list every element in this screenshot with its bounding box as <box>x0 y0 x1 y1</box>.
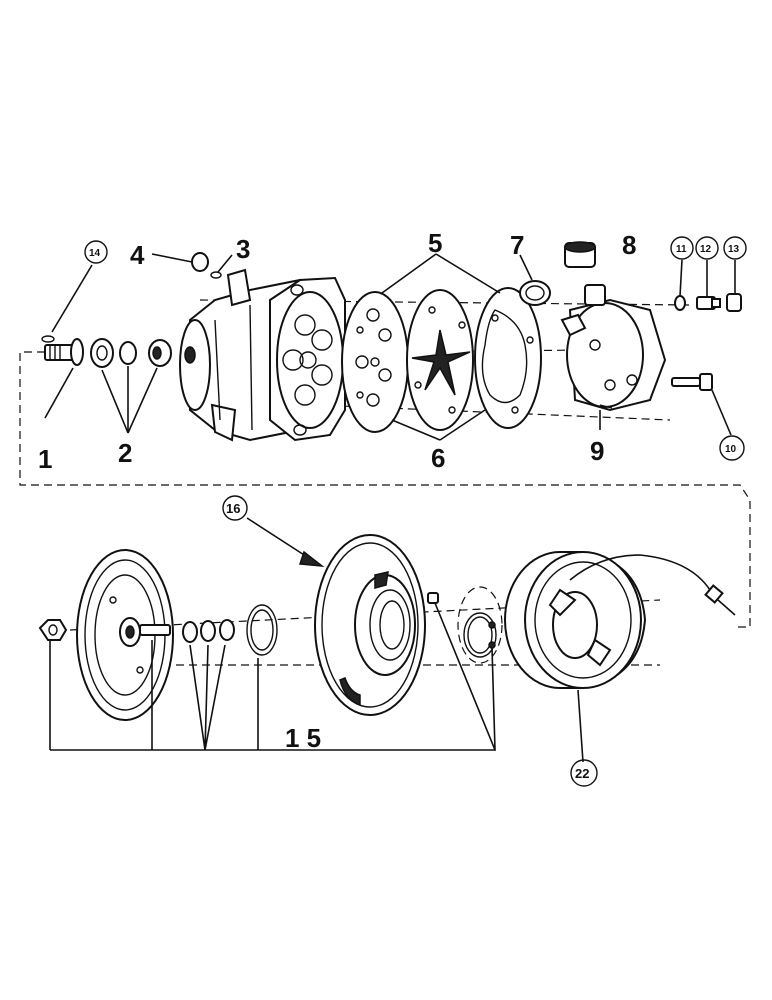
part-8-cap <box>564 241 596 268</box>
shims <box>182 619 235 643</box>
label-11: 11 <box>676 244 687 255</box>
part-4-cap <box>191 252 209 272</box>
label-9: 9 <box>590 436 604 466</box>
leader-lines <box>44 253 736 763</box>
callout-labels: 1 2 3 4 5 6 7 8 9 1 5 14 11 12 13 10 16 … <box>38 228 747 787</box>
part-2-seals <box>90 338 172 368</box>
part-3-washer <box>210 271 222 279</box>
part-5-valve-plate-left <box>341 291 409 433</box>
label-1: 1 <box>38 444 52 474</box>
retaining-ring <box>457 586 503 664</box>
part-9-rear-head <box>560 284 667 412</box>
callout-circle-16 <box>222 495 248 521</box>
label-15: 1 5 <box>285 723 321 753</box>
part-7-service-valve <box>519 280 551 306</box>
label-3: 3 <box>236 234 250 264</box>
label-12: 12 <box>700 244 712 255</box>
callout-circle-22 <box>570 759 598 787</box>
part-1-shaft <box>44 338 84 366</box>
callout-circle-10 <box>719 435 745 461</box>
part-6-reed-valve <box>406 289 474 431</box>
label-13: 13 <box>728 244 740 255</box>
label-22: 22 <box>575 766 589 781</box>
callout-circle-13 <box>723 236 747 260</box>
part-13-nut <box>726 293 742 312</box>
snap-ring <box>246 604 278 656</box>
part-11-washer <box>674 295 686 311</box>
label-7: 7 <box>510 230 524 260</box>
label-14: 14 <box>89 248 101 259</box>
label-8: 8 <box>622 230 636 260</box>
part-10-bolt <box>671 373 713 391</box>
label-10: 10 <box>725 444 737 455</box>
label-4: 4 <box>130 240 145 270</box>
part-16-pulley <box>314 534 439 716</box>
cylinder-block <box>269 276 346 442</box>
callout-circle-14 <box>84 240 108 264</box>
callout-circle-11 <box>670 236 694 260</box>
clutch-armature-plate <box>76 549 174 721</box>
label-16: 16 <box>226 501 240 516</box>
label-2: 2 <box>118 438 132 468</box>
part-14-oring <box>41 335 55 343</box>
label-5: 5 <box>428 228 442 258</box>
part-22-field-coil <box>504 551 736 689</box>
callout-circle-12 <box>695 236 719 260</box>
hex-nut <box>38 619 68 641</box>
label-6: 6 <box>431 443 445 473</box>
part-12-fitting <box>696 296 721 310</box>
part-5-gasket-right <box>474 287 542 429</box>
